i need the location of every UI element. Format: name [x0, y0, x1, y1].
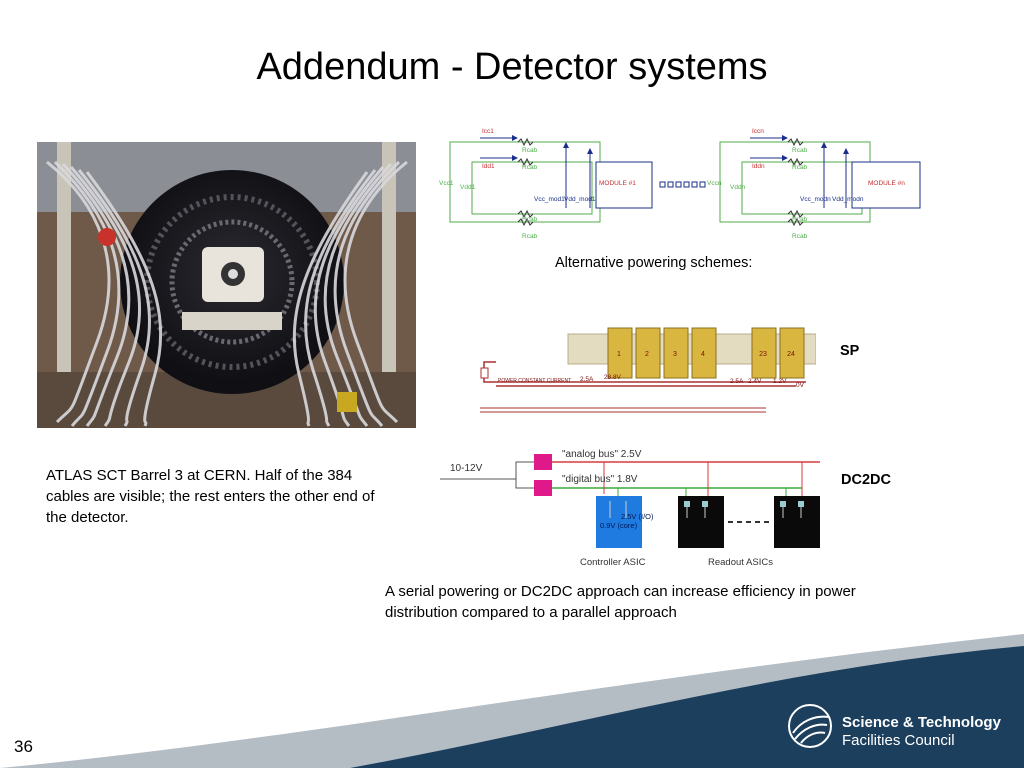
- sp-current-right: 2.5A: [730, 378, 744, 385]
- vcc-mod1-label: Vcc_mod1: [534, 196, 565, 203]
- controller-asic: [596, 496, 642, 548]
- sp-module-number: 2: [645, 351, 649, 358]
- rcab-label: Rcab: [522, 147, 538, 154]
- page-number: 36: [14, 737, 33, 756]
- vcc1-label: Vcc1: [439, 180, 454, 187]
- digital-bus-label: "digital bus" 1.8V: [562, 474, 638, 485]
- sp-current-left: 2.5A: [580, 376, 594, 383]
- schematic-module-1: Icc1 Idd1 Vcc1 Vdd1 Rcab Rcab Rcab Rcab …: [439, 128, 653, 240]
- page-title: Addendum - Detector systems: [256, 46, 768, 88]
- sp-voltage-right: 1.2V: [773, 378, 787, 385]
- sp-source-label: POWER CONSTANT CURRENT: [498, 378, 571, 384]
- dc2dc-label: DC2DC: [841, 472, 891, 488]
- sp-module-number: 24: [787, 351, 795, 358]
- vddn-label: Vddn: [730, 184, 746, 191]
- icc1-label: Icc1: [482, 128, 494, 135]
- alternative-powering-label: Alternative powering schemes:: [555, 255, 753, 271]
- readout-asics-label: Readout ASICs: [708, 557, 773, 568]
- iccn-label: Iccn: [752, 128, 764, 135]
- vdd-modn-label: Vdd_modn: [832, 196, 864, 203]
- analog-converter: [534, 454, 552, 470]
- sp-voltage-left: 28.8V: [604, 374, 622, 381]
- vdd-mod1-label: Vdd_mod1: [564, 196, 596, 203]
- schematic-module-n: Iccn Iddn Vccn Vddn Rcab Rcab Rcab Rcab …: [707, 128, 921, 240]
- idd1-label: Idd1: [482, 163, 495, 170]
- rcab-label: Rcab: [792, 147, 808, 154]
- logo-line-1: Science & Technology: [842, 714, 1001, 731]
- sp-module-number: 3: [673, 351, 677, 358]
- dc2dc-diagram: 10-12V "analog bus" 2.5V "digital bus" 1…: [440, 449, 820, 568]
- sp-module-blocks: [607, 327, 805, 379]
- vccn-label: Vccn: [707, 180, 722, 187]
- rcab-label: Rcab: [522, 216, 538, 223]
- sp-module-number: 23: [759, 351, 767, 358]
- controller-asic-label: Controller ASIC: [580, 557, 646, 568]
- io-voltage-label: 2.5V (I/O): [621, 512, 654, 521]
- detector-photo: [37, 142, 416, 428]
- rcab-label: Rcab: [792, 164, 808, 171]
- rcab-label: Rcab: [792, 216, 808, 223]
- sp-module-number: 1: [617, 351, 621, 358]
- module-n-label: MODULE #n: [868, 180, 905, 187]
- stfc-logo-icon: [788, 704, 832, 748]
- module-1-label: MODULE #1: [599, 180, 636, 187]
- digital-converter: [534, 480, 552, 496]
- footer-banner: [0, 634, 1024, 768]
- ellipsis-connector: [659, 181, 706, 188]
- dc2dc-input-label: 10-12V: [450, 463, 483, 474]
- photo-caption: ATLAS SCT Barrel 3 at CERN. Half of the …: [46, 467, 375, 526]
- parallel-powering-schematic: Icc1 Idd1 Vcc1 Vdd1 Rcab Rcab Rcab Rcab …: [439, 128, 921, 240]
- rcab-label: Rcab: [792, 233, 808, 240]
- sp-label: SP: [840, 343, 860, 359]
- conclusion-text: A serial powering or DC2DC approach can …: [385, 583, 856, 621]
- sp-voltage-mid: 2.4V: [748, 378, 762, 385]
- serial-powering-diagram: 1 2 3 4 23 24 POWER CONSTANT CURRENT 2.5…: [480, 327, 816, 413]
- rcab-label: Rcab: [522, 164, 538, 171]
- rcab-label: Rcab: [522, 233, 538, 240]
- core-voltage-label: 0.9V (core): [600, 521, 638, 530]
- analog-bus-label: "analog bus" 2.5V: [562, 449, 642, 460]
- vcc-modn-label: Vcc_modn: [800, 196, 831, 203]
- vdd1-label: Vdd1: [460, 184, 476, 191]
- logo-line-2: Facilities Council: [842, 732, 955, 749]
- sp-module-number: 4: [701, 351, 705, 358]
- stfc-logo-text: Science & Technology Facilities Council: [842, 714, 1001, 750]
- sp-voltage-end: 0V: [796, 382, 805, 389]
- iddn-label: Iddn: [752, 163, 765, 170]
